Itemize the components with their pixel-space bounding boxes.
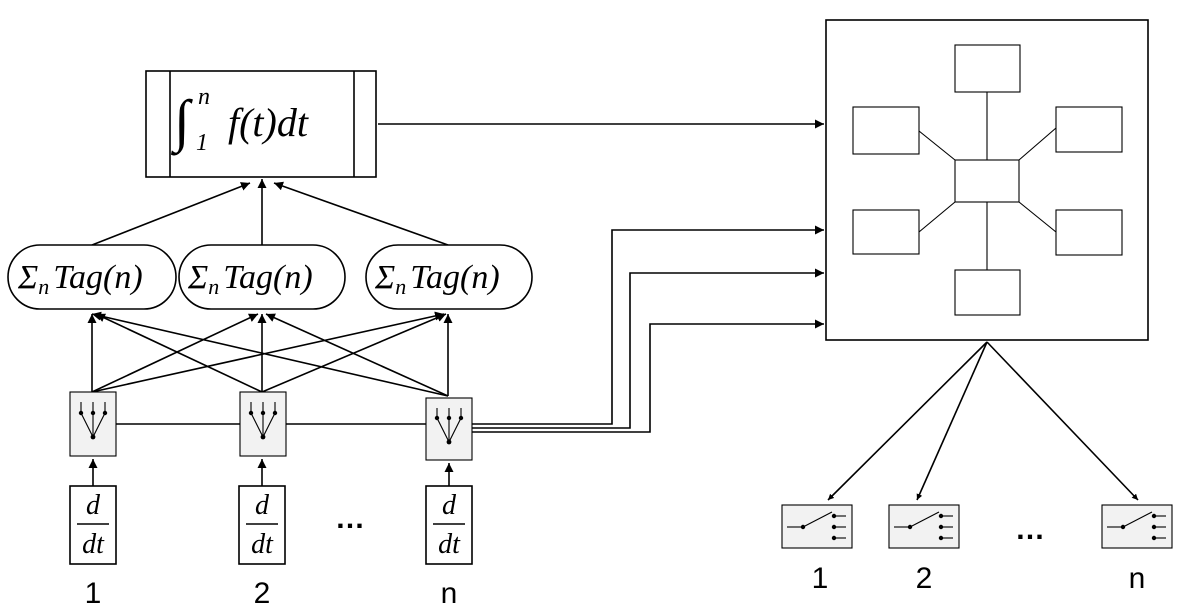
derivative-node-3: d dt	[425, 485, 473, 565]
edge-sum3-integral	[273, 181, 449, 246]
edge-network-switch2	[916, 341, 988, 501]
edge-network-switch1	[827, 341, 988, 501]
network-node-lower-left	[852, 209, 920, 255]
svg-text:dt: dt	[82, 529, 105, 560]
integral-symbol: ∫	[170, 88, 193, 156]
output-label-2: 2	[916, 562, 933, 595]
input-label-1: 1	[85, 577, 102, 610]
edge-network-switchn	[986, 341, 1139, 501]
splitter-2	[239, 391, 287, 457]
integral-lower-limit: 1	[196, 130, 208, 156]
network-node-upper-left	[852, 106, 920, 155]
svg-text:d: d	[86, 490, 101, 521]
network-node-lower-right	[1055, 209, 1123, 256]
switch-node-2	[888, 504, 960, 549]
network-node-upper-right	[1055, 106, 1123, 153]
integral-upper-limit: n	[198, 84, 210, 110]
splitter-1	[69, 391, 117, 457]
switch-node-1	[781, 504, 853, 549]
svg-text:dt: dt	[438, 529, 461, 560]
output-ellipsis: …	[1015, 513, 1045, 546]
network-node-bottom	[954, 269, 1021, 316]
splitter-to-network-edges	[472, 225, 824, 433]
derivative-node-1: d dt	[69, 485, 117, 565]
svg-text:d: d	[255, 490, 270, 521]
network-hub	[954, 159, 1020, 203]
input-ellipsis: …	[335, 502, 365, 535]
svg-text:dt: dt	[251, 529, 274, 560]
network-node-top	[954, 44, 1021, 93]
edge-sum1-integral	[91, 182, 251, 246]
svg-text:d: d	[442, 490, 457, 521]
input-label-n: n	[441, 577, 458, 610]
integral-body: f(t)dt	[228, 100, 309, 145]
splitter-to-sum-edges	[87, 311, 453, 397]
derivative-node-2: d dt	[238, 485, 286, 565]
output-label-n: n	[1129, 562, 1146, 595]
splitter-3	[425, 397, 473, 461]
output-label-1: 1	[812, 562, 829, 595]
switch-node-n	[1101, 504, 1173, 549]
integral-node: ∫ n 1 f(t)dt	[145, 70, 377, 178]
network-box	[825, 19, 1149, 341]
input-label-2: 2	[254, 577, 271, 610]
